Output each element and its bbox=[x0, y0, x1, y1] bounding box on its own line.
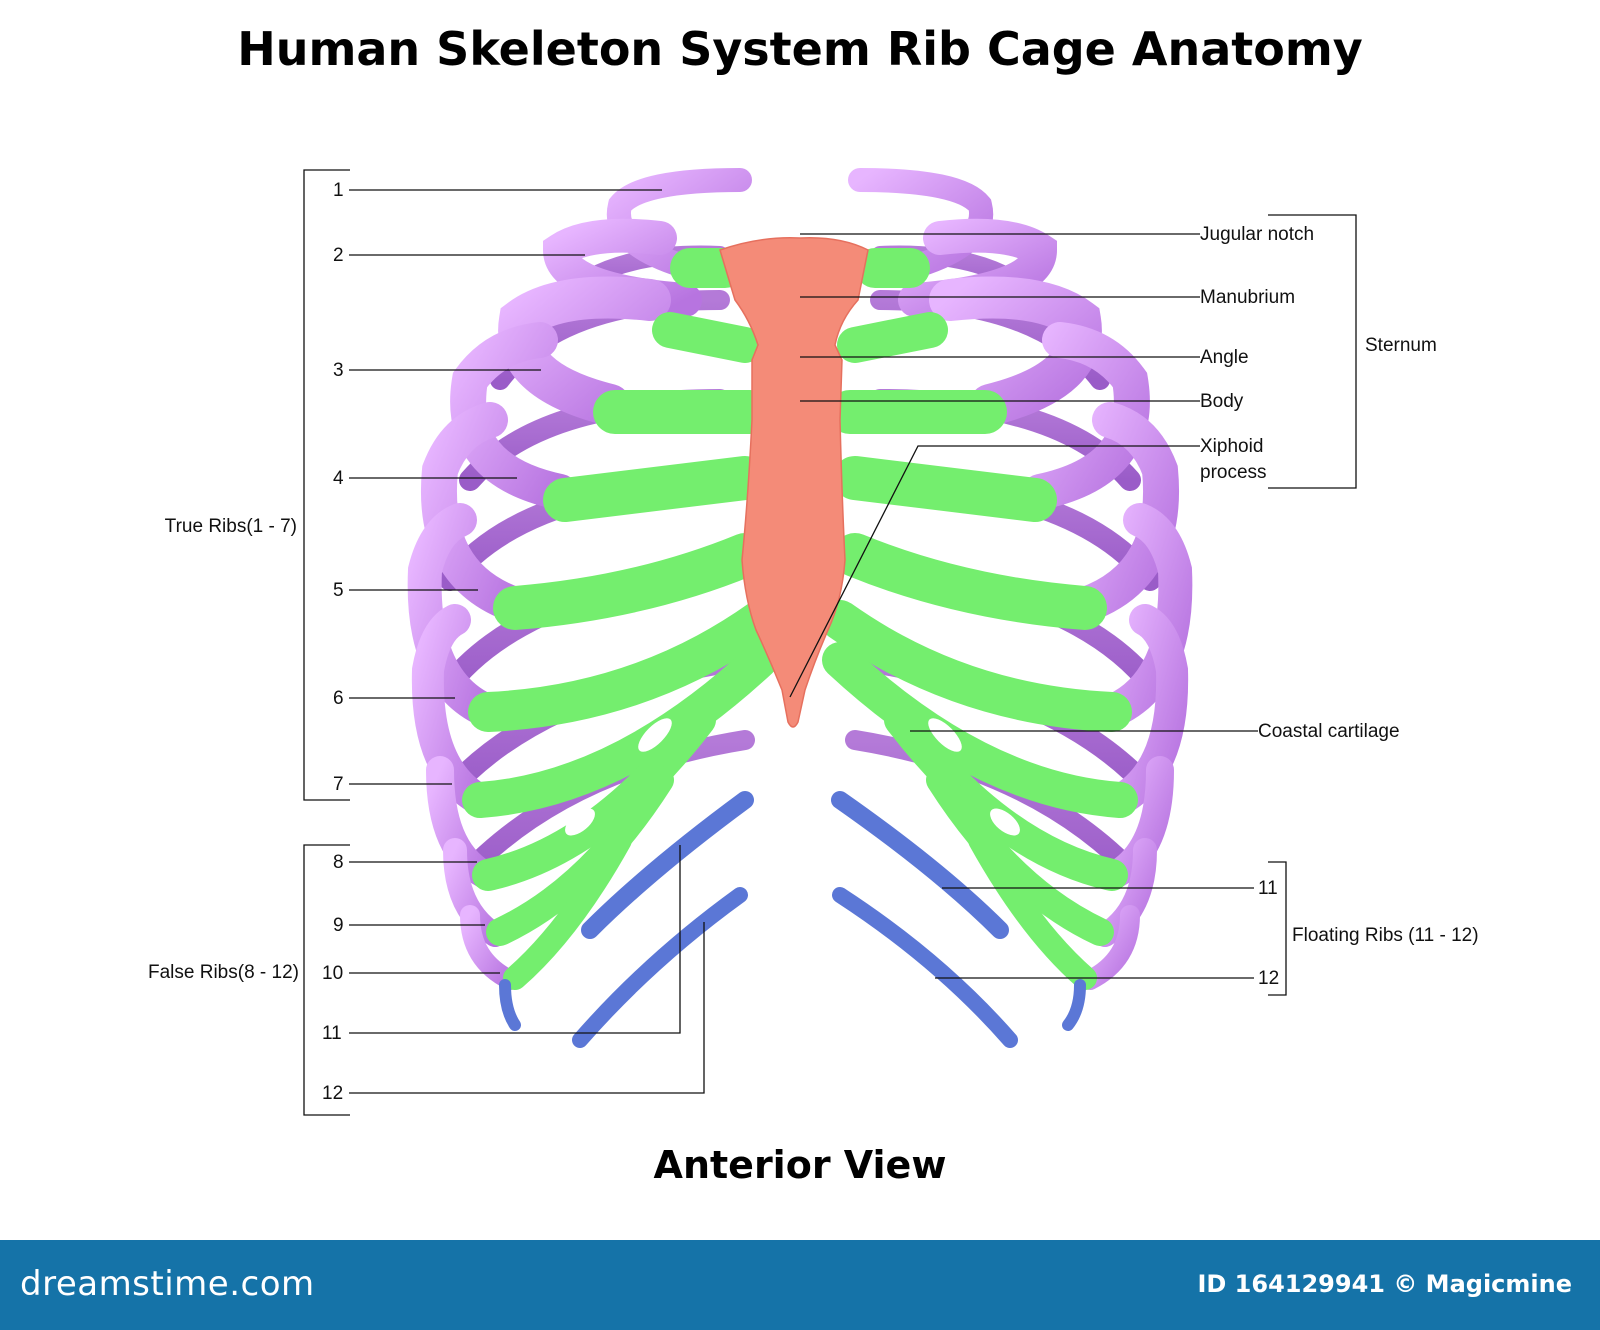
cartilage-right-4 bbox=[833, 456, 1057, 522]
rib-number-2: 2 bbox=[333, 245, 344, 266]
label-body: Body bbox=[1200, 391, 1244, 412]
label-right-rib-12: 12 bbox=[1258, 968, 1279, 989]
rib-number-4: 4 bbox=[333, 468, 344, 489]
floating-tip-left bbox=[499, 979, 521, 1031]
rib-number-3: 3 bbox=[333, 360, 344, 381]
floating-tip-right bbox=[1062, 979, 1086, 1031]
rib-number-8: 8 bbox=[333, 852, 344, 873]
cartilage-hole-left-b bbox=[565, 808, 595, 836]
rib-right-10 bbox=[1080, 905, 1140, 990]
cartilage-hole-right-b bbox=[990, 808, 1020, 836]
cartilage-hole-right-a bbox=[928, 718, 962, 752]
cartilage-holes bbox=[565, 718, 1020, 836]
label-right-rib-11: 11 bbox=[1258, 878, 1278, 899]
cartilage-left-10 bbox=[503, 828, 632, 990]
floating-ribs-bracket bbox=[1268, 861, 1287, 996]
rib-left-7 bbox=[411, 604, 496, 816]
leader-rib-11 bbox=[349, 845, 681, 1034]
rib-cage-diagram: 1 2 3 4 5 6 7 8 9 10 11 12 True Ribs(1 -… bbox=[148, 168, 1479, 1116]
footer-logo[interactable]: dreamstime.com bbox=[20, 1264, 315, 1304]
sternum-leader-lines bbox=[789, 233, 1200, 698]
label-angle: Angle bbox=[1200, 347, 1249, 368]
cartilage-left-6 bbox=[468, 600, 780, 732]
rib-right-3 bbox=[929, 276, 1102, 426]
cartilage-right-2 bbox=[837, 312, 948, 363]
sternum-group-label: Sternum bbox=[1365, 335, 1437, 356]
label-coastal-cartilage: Coastal cartilage bbox=[1258, 721, 1400, 742]
left-leader-lines bbox=[349, 189, 705, 1094]
rib-number-12: 12 bbox=[322, 1083, 343, 1104]
footer-bar: dreamstime.com ID 164129941 © Magicmine bbox=[0, 1240, 1600, 1330]
sternum bbox=[719, 237, 869, 728]
anterior-rib-bones bbox=[407, 168, 1193, 990]
rib-left-5 bbox=[421, 402, 533, 623]
rib-number-11: 11 bbox=[322, 1023, 342, 1044]
rib-right-6 bbox=[1098, 503, 1193, 727]
floating-rib-right-11 bbox=[831, 791, 1009, 939]
rib-left-6 bbox=[407, 503, 502, 727]
rib-number-1: 1 bbox=[333, 180, 344, 201]
rib-left-10 bbox=[460, 905, 520, 990]
cartilage-right-6 bbox=[820, 600, 1132, 732]
rib-right-4 bbox=[1022, 322, 1150, 510]
rib-left-4 bbox=[450, 322, 578, 510]
true-ribs-label: True Ribs(1 - 7) bbox=[165, 516, 297, 537]
label-xiphoid: Xiphoid bbox=[1200, 436, 1263, 457]
false-ribs-label: False Ribs(8 - 12) bbox=[148, 962, 299, 983]
rib-number-7: 7 bbox=[333, 774, 344, 795]
cartilage-left-4 bbox=[543, 456, 767, 522]
cartilage-left-7 bbox=[462, 642, 778, 818]
rib-number-5: 5 bbox=[333, 580, 344, 601]
true-ribs-bracket bbox=[303, 169, 350, 801]
cartilage-left-8 bbox=[472, 704, 716, 891]
view-subtitle: Anterior View bbox=[653, 1143, 947, 1187]
floating-rib-right-12 bbox=[832, 887, 1018, 1048]
sternum-labels: Jugular notch Manubrium Angle Body Xipho… bbox=[1200, 224, 1314, 483]
floating-ribs-label: Floating Ribs (11 - 12) bbox=[1292, 925, 1479, 946]
cartilage-left-9 bbox=[486, 766, 674, 946]
label-jugular-notch: Jugular notch bbox=[1200, 224, 1314, 245]
rib-right-5 bbox=[1067, 402, 1179, 623]
footer-image-id: ID 164129941 © Magicmine bbox=[1197, 1270, 1572, 1298]
cartilage-right-9 bbox=[926, 766, 1114, 946]
sternum-bracket bbox=[1268, 214, 1357, 489]
rib-number-10: 10 bbox=[322, 963, 343, 984]
cartilage-left-2 bbox=[652, 312, 763, 363]
rib-number-6: 6 bbox=[333, 688, 344, 709]
diagram-title: Human Skeleton System Rib Cage Anatomy bbox=[237, 22, 1363, 76]
cartilage-left-5 bbox=[493, 533, 767, 630]
floating-ribs bbox=[499, 791, 1086, 1048]
costal-cartilage bbox=[462, 248, 1138, 990]
cartilage-hole-left-a bbox=[638, 718, 672, 752]
cartilage-right-5 bbox=[833, 533, 1107, 630]
floating-rib-left-12 bbox=[572, 887, 748, 1048]
rib-number-9: 9 bbox=[333, 915, 344, 936]
rib-left-3 bbox=[498, 276, 671, 426]
floating-rib-left-11 bbox=[581, 791, 754, 939]
leader-rib-12 bbox=[349, 922, 705, 1094]
label-manubrium: Manubrium bbox=[1200, 287, 1295, 308]
left-rib-numbers: 1 2 3 4 5 6 7 8 9 10 11 12 bbox=[322, 180, 344, 1104]
cartilage-right-10 bbox=[968, 828, 1097, 990]
leader-xiphoid bbox=[789, 445, 1200, 698]
rib-right-7 bbox=[1104, 604, 1189, 816]
cartilage-right-7 bbox=[822, 642, 1138, 818]
false-ribs-bracket bbox=[303, 844, 350, 1116]
label-xiphoid-process: process bbox=[1200, 462, 1267, 483]
